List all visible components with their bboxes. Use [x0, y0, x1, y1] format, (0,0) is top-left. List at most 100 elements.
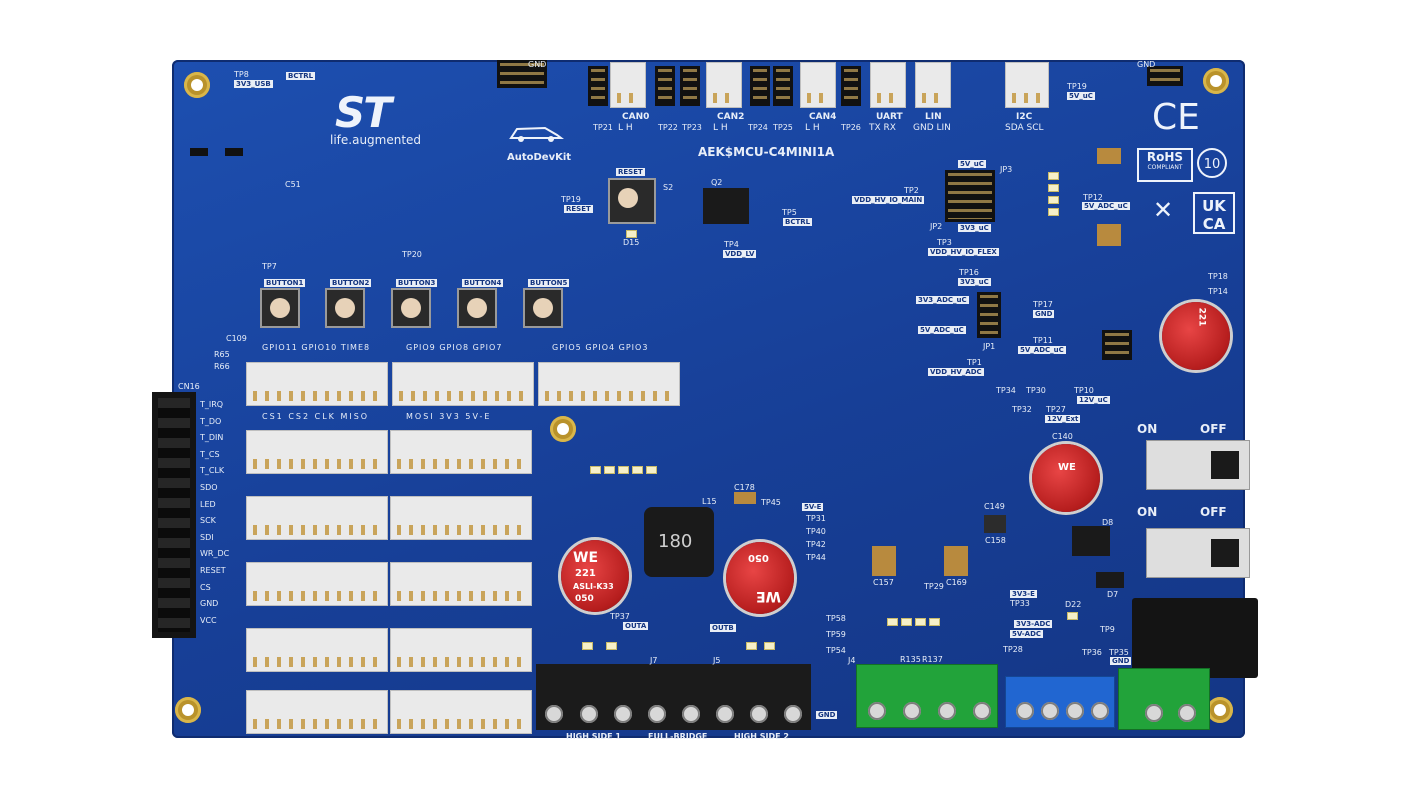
net-tag: 5V-ADC: [1010, 630, 1044, 638]
net-tag: 12V_Ext: [1045, 415, 1081, 423]
net-tag: 3V3_uC: [958, 224, 991, 232]
user-button-3[interactable]: [391, 288, 431, 328]
jumper-header: [588, 66, 608, 106]
uart-label: UART: [876, 112, 903, 122]
user-button-5[interactable]: [523, 288, 563, 328]
testpoint-label: TP2: [904, 186, 919, 195]
component-label: D7: [1107, 590, 1119, 599]
pin-label: T_CLK: [200, 466, 225, 476]
component-label: C178: [734, 483, 755, 492]
dc-power-jack[interactable]: [1132, 598, 1258, 678]
net-tag: 5V_ADC_uC: [1018, 346, 1066, 354]
jumper-header: [680, 66, 700, 106]
button-label: BUTTON3: [396, 279, 438, 287]
screw: [648, 705, 666, 723]
pin-label: MOSI: [406, 412, 435, 421]
component-label: JP3: [1000, 165, 1013, 174]
screw: [614, 705, 632, 723]
st-logo: ST: [335, 88, 392, 137]
side-pin-labels: T_IRQ T_DO T_DIN T_CS T_CLK SDO LED SCK …: [200, 397, 229, 629]
led: [929, 618, 940, 626]
screw-terminal-outputs[interactable]: [536, 664, 811, 730]
net-tag: 5V_uC: [1067, 92, 1095, 100]
led: [582, 642, 593, 650]
testpoint-label: TP19: [561, 195, 581, 204]
led-d12: [1048, 184, 1059, 192]
component-label: C140: [1052, 432, 1073, 441]
component-label: J4: [848, 656, 856, 665]
weee-icon: ✕: [1153, 196, 1174, 224]
screw: [784, 705, 802, 723]
led: [887, 618, 898, 626]
component-label: D22: [1065, 600, 1082, 609]
electrolytic-capacitor: 050 WE: [726, 542, 794, 614]
testpoint-label: TP32: [1012, 405, 1032, 414]
led-d22: [1067, 612, 1078, 620]
testpoint-label: TP45: [761, 498, 781, 507]
testpoint-label: TP31: [806, 514, 826, 523]
net-tag: 5V_ADC_uC: [1082, 202, 1130, 210]
power-switch-1[interactable]: [1146, 440, 1250, 490]
component-label: J7: [650, 656, 658, 665]
screw-terminal-power[interactable]: [1118, 668, 1210, 730]
testpoint-label: TP34: [996, 386, 1016, 395]
pin-label: GND: [200, 599, 219, 609]
jumper-header: [773, 66, 793, 106]
user-button-1[interactable]: [260, 288, 300, 328]
testpoint-label: TP16: [959, 268, 979, 277]
testpoint-label: TP19: [1067, 82, 1087, 91]
screw: [1178, 704, 1196, 722]
ukca-mark: UK CA: [1193, 192, 1235, 234]
pin-label: 5V-E: [465, 412, 492, 421]
reset-button[interactable]: [608, 178, 656, 224]
inductor-l15: 180: [644, 507, 714, 577]
jumper-jp3: [945, 170, 995, 222]
screw: [868, 702, 886, 720]
led: [632, 466, 643, 474]
led: [746, 642, 757, 650]
i2c-label: I2C: [1016, 112, 1033, 122]
testpoint-label: TP44: [806, 553, 826, 562]
screw: [1016, 702, 1034, 720]
can2-pins: L H: [713, 123, 728, 133]
i2c-connector: [1005, 62, 1049, 108]
full-bridge-label: FULL-BRIDGE: [648, 732, 708, 741]
pin-label: RESET: [200, 565, 226, 575]
regulator-q2: [703, 188, 749, 224]
testpoint-label: TP30: [1026, 386, 1046, 395]
testpoint-label: TP42: [806, 540, 826, 549]
brand-tagline: life.augmented: [330, 133, 422, 147]
testpoint-label: TP40: [806, 527, 826, 536]
spi-header: [390, 562, 532, 606]
power-switch-2[interactable]: [1146, 528, 1250, 578]
led: [590, 466, 601, 474]
net-tag: 5V_ADC_uC: [918, 326, 966, 334]
component-label: S2: [663, 183, 674, 192]
cap-value: 221: [575, 568, 596, 579]
led: [901, 618, 912, 626]
component-d8: [1072, 526, 1110, 556]
can0-connector: [610, 62, 646, 108]
component-c149: [984, 515, 1006, 533]
testpoint-label: TP21: [593, 123, 613, 132]
smd-part: [225, 148, 243, 156]
gnd-label: GND: [1137, 60, 1156, 69]
pin-label: LED: [200, 499, 216, 509]
gpio-header-2: [392, 362, 534, 406]
testpoint-label: TP3: [937, 238, 952, 247]
capacitor-c92: [1097, 148, 1121, 164]
button-label: BUTTON2: [330, 279, 372, 287]
net-tag: BCTRL: [286, 72, 316, 80]
gnd-header: [1147, 66, 1183, 86]
testpoint-label: TP10: [1074, 386, 1094, 395]
lin-pins: GND LIN: [913, 123, 951, 133]
spi-header: [246, 430, 388, 474]
testpoint-label: TP8: [234, 70, 249, 79]
pin-label: MISO: [340, 412, 370, 421]
testpoint-label: TP7: [262, 262, 277, 271]
user-button-4[interactable]: [457, 288, 497, 328]
user-button-2[interactable]: [325, 288, 365, 328]
cap-rating: 050: [575, 594, 594, 604]
component-label: C149: [984, 502, 1005, 511]
led: [646, 466, 657, 474]
